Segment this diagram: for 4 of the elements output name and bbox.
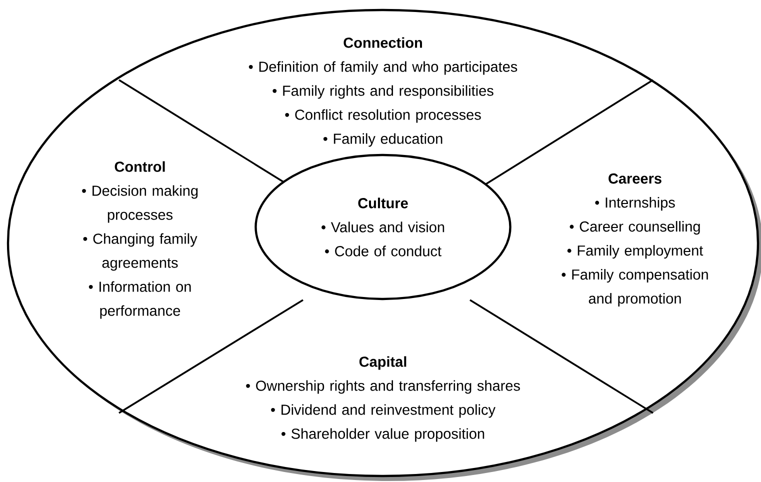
segment-text: Control • Decision making processes • Changing family agreements • Information on performance [82, 161, 198, 319]
segment-text: Connection • Definition of family and who participates • Family rights and responsibilities • Conflict resolution processes • Family education [248, 37, 518, 147]
segment-text: Capital • Ownership rights and transferring shares • Dividend and reinvestment policy • Shareholder value proposition [246, 356, 520, 442]
segment-text: Careers • Internships • Career counselling • Family employment • Family compensation and promotion [562, 173, 708, 307]
